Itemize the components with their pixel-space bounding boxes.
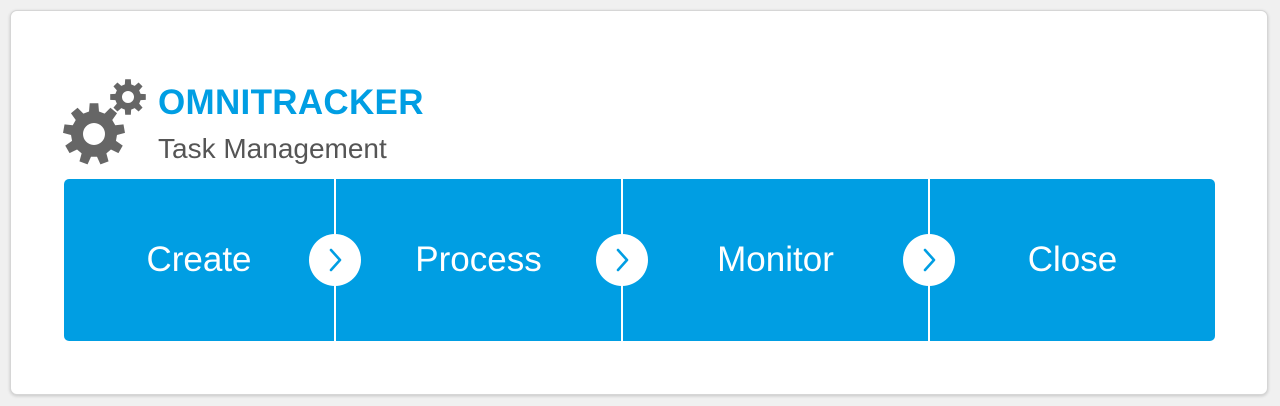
gears-svg: [63, 79, 146, 165]
step-create[interactable]: Create: [64, 179, 334, 341]
step-label: Close: [1027, 240, 1118, 279]
next-step-button[interactable]: [309, 234, 361, 286]
step-label: Monitor: [717, 240, 834, 279]
small-gear-shape: [110, 79, 146, 115]
large-gear-shape: [63, 103, 125, 165]
chevron-right-icon: [923, 248, 936, 272]
next-step-button[interactable]: [596, 234, 648, 286]
next-step-button[interactable]: [903, 234, 955, 286]
step-process[interactable]: Process: [336, 179, 621, 341]
brand-title: OMNITRACKER: [158, 83, 424, 122]
process-flow: Create Process Monitor Close: [64, 179, 1215, 341]
step-monitor[interactable]: Monitor: [623, 179, 928, 341]
step-label: Create: [146, 240, 252, 279]
chevron-right-icon: [329, 248, 342, 272]
small-gear-icon: [110, 79, 146, 115]
gears-icon: [60, 76, 152, 168]
large-gear-icon: [63, 103, 125, 165]
product-subtitle: Task Management: [158, 133, 387, 164]
step-label: Process: [415, 240, 542, 279]
chevron-right-icon: [616, 248, 629, 272]
step-close[interactable]: Close: [930, 179, 1215, 341]
